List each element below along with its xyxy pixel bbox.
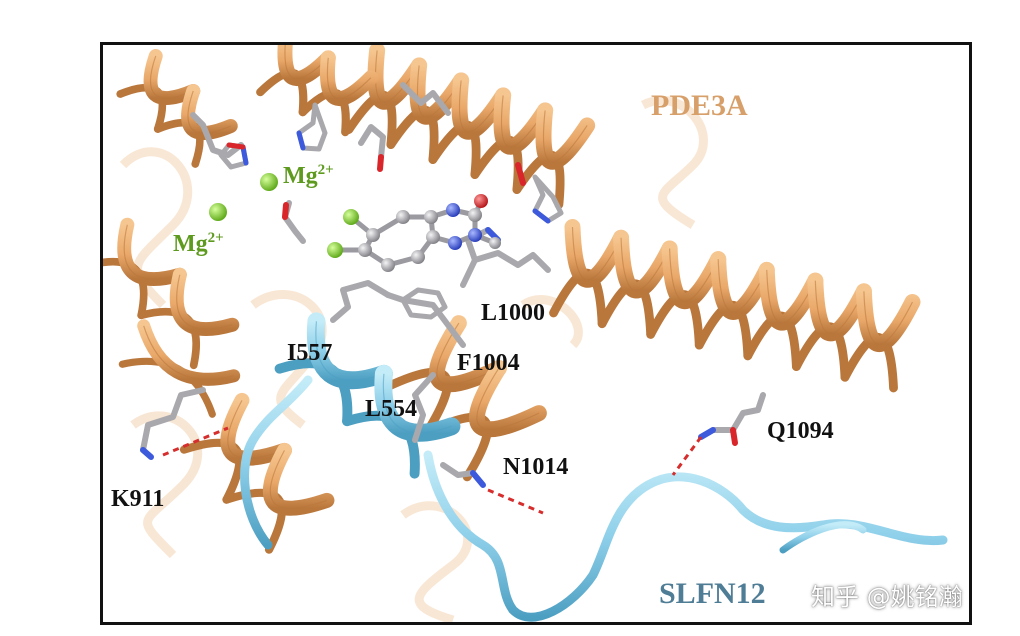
ligand-c-7 bbox=[426, 230, 440, 244]
sidechain-his-right-n bbox=[532, 208, 551, 224]
sidechain-his-top-n bbox=[296, 130, 306, 151]
hydrogen-bonds bbox=[162, 426, 703, 515]
sidechain-his-left-o bbox=[226, 142, 246, 150]
mg-label-1: Mg2+ bbox=[283, 162, 334, 189]
residue-label-f1004: F1004 bbox=[457, 350, 520, 376]
slfn12-tube-tail bbox=[779, 521, 867, 554]
ligand-c-8 bbox=[468, 208, 482, 222]
residue-label-n1014: N1014 bbox=[503, 454, 569, 480]
ligand-n-2 bbox=[448, 236, 462, 250]
sidechain-q1094-o bbox=[730, 427, 738, 446]
sidechain-q1094-n bbox=[698, 427, 716, 440]
ligand-c-5 bbox=[396, 210, 410, 224]
slfn12-chain bbox=[240, 375, 948, 622]
ligand-c-4 bbox=[411, 250, 425, 264]
side-chains bbox=[140, 82, 766, 488]
ligand-c-6 bbox=[424, 210, 438, 224]
residue-label-l1000: L1000 bbox=[481, 300, 546, 326]
residue-label-k911: K911 bbox=[111, 486, 165, 512]
watermark-text: 知乎 @姚铭瀚 bbox=[811, 583, 963, 611]
sidechain-l1000 bbox=[460, 250, 551, 288]
residue-label-q1094: Q1094 bbox=[767, 418, 834, 444]
mg-label-1-symbol: Mg bbox=[283, 163, 318, 189]
ligand-n-3 bbox=[468, 228, 482, 242]
sidechain-glu-right bbox=[515, 162, 526, 186]
hbond-k911 bbox=[162, 426, 229, 457]
ligand-molecule bbox=[327, 194, 501, 272]
residue-label-i557: I557 bbox=[287, 340, 333, 366]
mg-label-1-charge: 2+ bbox=[317, 162, 334, 178]
slfn12-helix bbox=[274, 312, 461, 479]
ligand-o-1 bbox=[474, 194, 488, 208]
protein-structure-render bbox=[103, 45, 948, 622]
hbond-q1094 bbox=[671, 436, 703, 476]
slfn12-helix-ribbon bbox=[274, 312, 461, 479]
residue-label-l554: L554 bbox=[365, 396, 418, 422]
sidechain-f1004-ring bbox=[400, 287, 448, 320]
sidechain-i557 bbox=[330, 280, 391, 323]
pde3a-helix-left-low bbox=[118, 319, 241, 418]
sidechain-top-chain bbox=[400, 82, 451, 116]
pde3a-helix-bottom-left bbox=[179, 392, 335, 554]
ligand-cl-1 bbox=[343, 209, 359, 225]
structure-frame: PDE3A Mg2+ Mg2+ L1000 I557 F1004 L554 Q1… bbox=[100, 42, 972, 625]
sidechain-f1004 bbox=[385, 292, 466, 348]
sidechain-k911-n bbox=[140, 447, 154, 460]
mg-label-2: Mg2+ bbox=[173, 230, 224, 257]
sidechain-l554 bbox=[412, 372, 436, 443]
background-helices bbox=[119, 95, 708, 622]
pde3a-helix-top-center bbox=[344, 45, 596, 209]
pde3a-helix-top-left bbox=[256, 45, 379, 137]
sidechain-n1014 bbox=[440, 462, 476, 478]
sidechain-glu-top bbox=[358, 124, 386, 160]
mg-label-2-charge: 2+ bbox=[207, 230, 224, 246]
sidechain-k911 bbox=[140, 387, 206, 453]
ligand-c-3 bbox=[381, 258, 395, 272]
pde3a-helices bbox=[103, 45, 921, 554]
mg-label-2-symbol: Mg bbox=[173, 231, 208, 257]
pde3a-label: PDE3A bbox=[651, 89, 748, 122]
sidechain-asp-mid-o bbox=[282, 202, 289, 220]
slfn12-tube-right bbox=[423, 450, 948, 622]
slfn12-label: SLFN12 bbox=[659, 577, 766, 610]
sidechain-n1014-n bbox=[470, 470, 486, 488]
mg-ion-2 bbox=[209, 203, 227, 221]
ligand-c-1 bbox=[366, 228, 380, 242]
sidechain-q1094 bbox=[710, 392, 766, 433]
ligand-c-9 bbox=[489, 237, 501, 249]
sidechain-glu-top-o bbox=[377, 154, 384, 172]
ligand-cl-2 bbox=[327, 242, 343, 258]
mg-ion-1 bbox=[260, 173, 278, 191]
ligand-n-1 bbox=[446, 203, 460, 217]
pde3a-helix-upper-left bbox=[116, 48, 238, 168]
pde3a-helix-left-mid bbox=[103, 217, 240, 370]
sidechain-his-left-n bbox=[240, 144, 249, 166]
sidechain-asp-left bbox=[190, 112, 244, 158]
hbond-n1014 bbox=[487, 488, 544, 515]
slfn12-tube-left bbox=[240, 375, 313, 550]
ligand-c-2 bbox=[358, 243, 372, 257]
pde3a-helix-right-long bbox=[549, 219, 921, 393]
